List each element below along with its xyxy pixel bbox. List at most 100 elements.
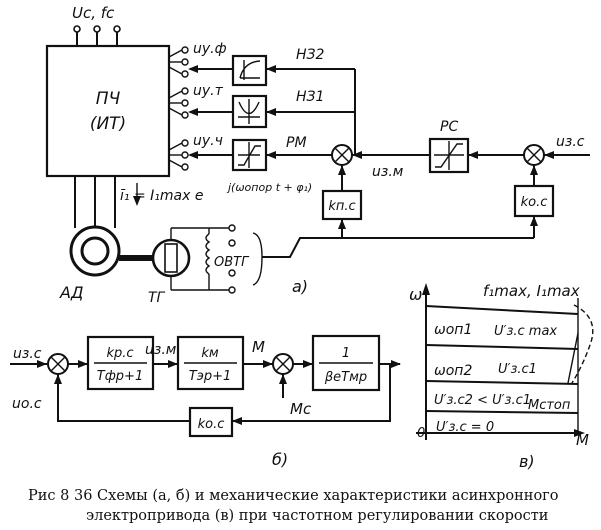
arrow — [232, 417, 242, 425]
b-mc-label: Mс — [290, 400, 312, 418]
b-uos-label: uо.с — [12, 396, 42, 412]
arrow — [37, 360, 47, 368]
tacho-label: ТГ — [148, 290, 166, 306]
mstop-label: Mстоп — [528, 398, 571, 413]
x-axis-arrow — [574, 429, 585, 437]
rm-label: РМ — [286, 135, 307, 151]
nonlinear-block-nz2 — [231, 54, 268, 87]
feedback-line — [262, 237, 534, 258]
b1-denominator: Tфp+1 — [97, 369, 143, 384]
input-uyt-label: uу.т — [193, 83, 224, 99]
top-label: f₁max, I₁max — [483, 282, 580, 300]
b2-numerator: kм — [201, 346, 219, 361]
field-winding-icon — [205, 233, 211, 275]
arrow — [391, 360, 401, 368]
arrow — [78, 360, 88, 368]
arrow — [54, 374, 62, 384]
tacho-generator-icon — [151, 227, 232, 291]
arrow — [303, 360, 313, 368]
uzc0-label: U′з.c = 0 — [436, 420, 494, 435]
kps-label: kп.с — [328, 199, 355, 214]
arrow — [133, 196, 141, 206]
current-exponent: j(ωопор t + φ₁) — [226, 181, 312, 194]
b-m-label: M — [252, 338, 265, 356]
current-equation: ī₁ = I₁max e — [120, 188, 203, 204]
b-uzm-label: uз.м — [145, 342, 177, 358]
arrow — [338, 219, 346, 229]
b-kos-label: kо.с — [198, 417, 225, 432]
y-axis-arrow — [422, 283, 430, 295]
nz1-label: НЗ1 — [296, 89, 324, 105]
input-uyf-label: uу.ф — [193, 41, 227, 57]
b3-denominator: βеTмp — [324, 370, 367, 385]
scheme-b-label: б) — [272, 450, 288, 469]
w01-label: ωоп1 — [434, 322, 472, 338]
arrow — [530, 165, 538, 175]
b2-denominator: Tэp+1 — [189, 369, 232, 384]
kos-block — [513, 184, 555, 218]
limit-line — [567, 332, 579, 384]
x-axis-label: M — [576, 431, 589, 449]
field-label: ОВТГ — [214, 255, 250, 270]
rs-label: РС — [440, 119, 458, 135]
arrow — [188, 108, 198, 116]
nz1-curve-icon — [238, 99, 260, 124]
arrow — [530, 216, 538, 226]
arrow — [188, 65, 198, 73]
uzc2-label: U′з.c2 < U′з.c1 — [434, 393, 531, 408]
rm-curve-icon — [238, 142, 261, 168]
b-feedback-return — [57, 374, 190, 422]
b-summing-junction-1 — [47, 353, 69, 375]
motor-icon — [69, 225, 121, 277]
input-uyc-label: uу.ч — [193, 133, 223, 149]
arrow — [168, 360, 178, 368]
b-uzs-label: uз.с — [13, 346, 42, 362]
converter-sublabel: (ИТ) — [90, 114, 126, 134]
b3-numerator: 1 — [342, 346, 350, 361]
uzc-max-label: U′з.c max — [494, 324, 557, 339]
shaft — [119, 255, 153, 261]
b-summing-junction-2 — [272, 353, 294, 375]
caption-line-2: электропривода (в) при частотном регулир… — [86, 508, 548, 524]
uzc1-label: U′з.c1 — [498, 362, 537, 377]
scheme-a: Uс, fс ПЧ (ИТ) uу.ф uу.т uу.ч — [45, 4, 590, 306]
arrow — [352, 151, 362, 159]
nz2-curve-icon — [239, 60, 261, 80]
chart-c-label: в) — [519, 452, 535, 471]
b-feedback-line — [232, 364, 391, 422]
origin-label: 0 — [417, 426, 425, 441]
rs-curve-icon — [434, 141, 464, 170]
dashed-curve — [571, 304, 594, 384]
arrow — [468, 151, 478, 159]
converter-label: ПЧ — [96, 89, 121, 109]
supply-terminals — [73, 25, 121, 46]
arrow — [263, 360, 273, 368]
nz2-label: НЗ2 — [296, 47, 325, 63]
y-axis-label: ω — [409, 285, 422, 304]
arrow — [266, 108, 276, 116]
characteristic-1 — [425, 344, 579, 350]
supply-label: Uс, fс — [72, 4, 115, 22]
arrow — [266, 151, 276, 159]
arrow — [188, 151, 198, 159]
b-kos-block — [188, 406, 234, 438]
brace — [252, 232, 263, 286]
b1-numerator: kр.с — [106, 346, 133, 361]
converter-block — [45, 44, 171, 178]
caption-line-1: Рис 8 36 Схемы (а, б) и механические хар… — [28, 488, 559, 504]
summing-junction-1 — [331, 144, 353, 166]
characteristic-3 — [425, 410, 579, 414]
motor-label: АД — [59, 283, 83, 302]
summing-junction-2 — [523, 144, 545, 166]
w02-label: ωоп2 — [434, 363, 472, 379]
characteristic-2 — [425, 380, 579, 385]
uzs-label: uз.с — [556, 134, 585, 150]
arrow — [279, 374, 287, 384]
uzm-label: uз.м — [372, 164, 404, 180]
arrow — [266, 65, 276, 73]
scheme-a-label: а) — [292, 277, 308, 296]
scheme-b: uз.с kр.с Tфp+1 uз.м kм Tэp+1 M Mс — [10, 334, 401, 469]
arrow — [338, 165, 346, 175]
